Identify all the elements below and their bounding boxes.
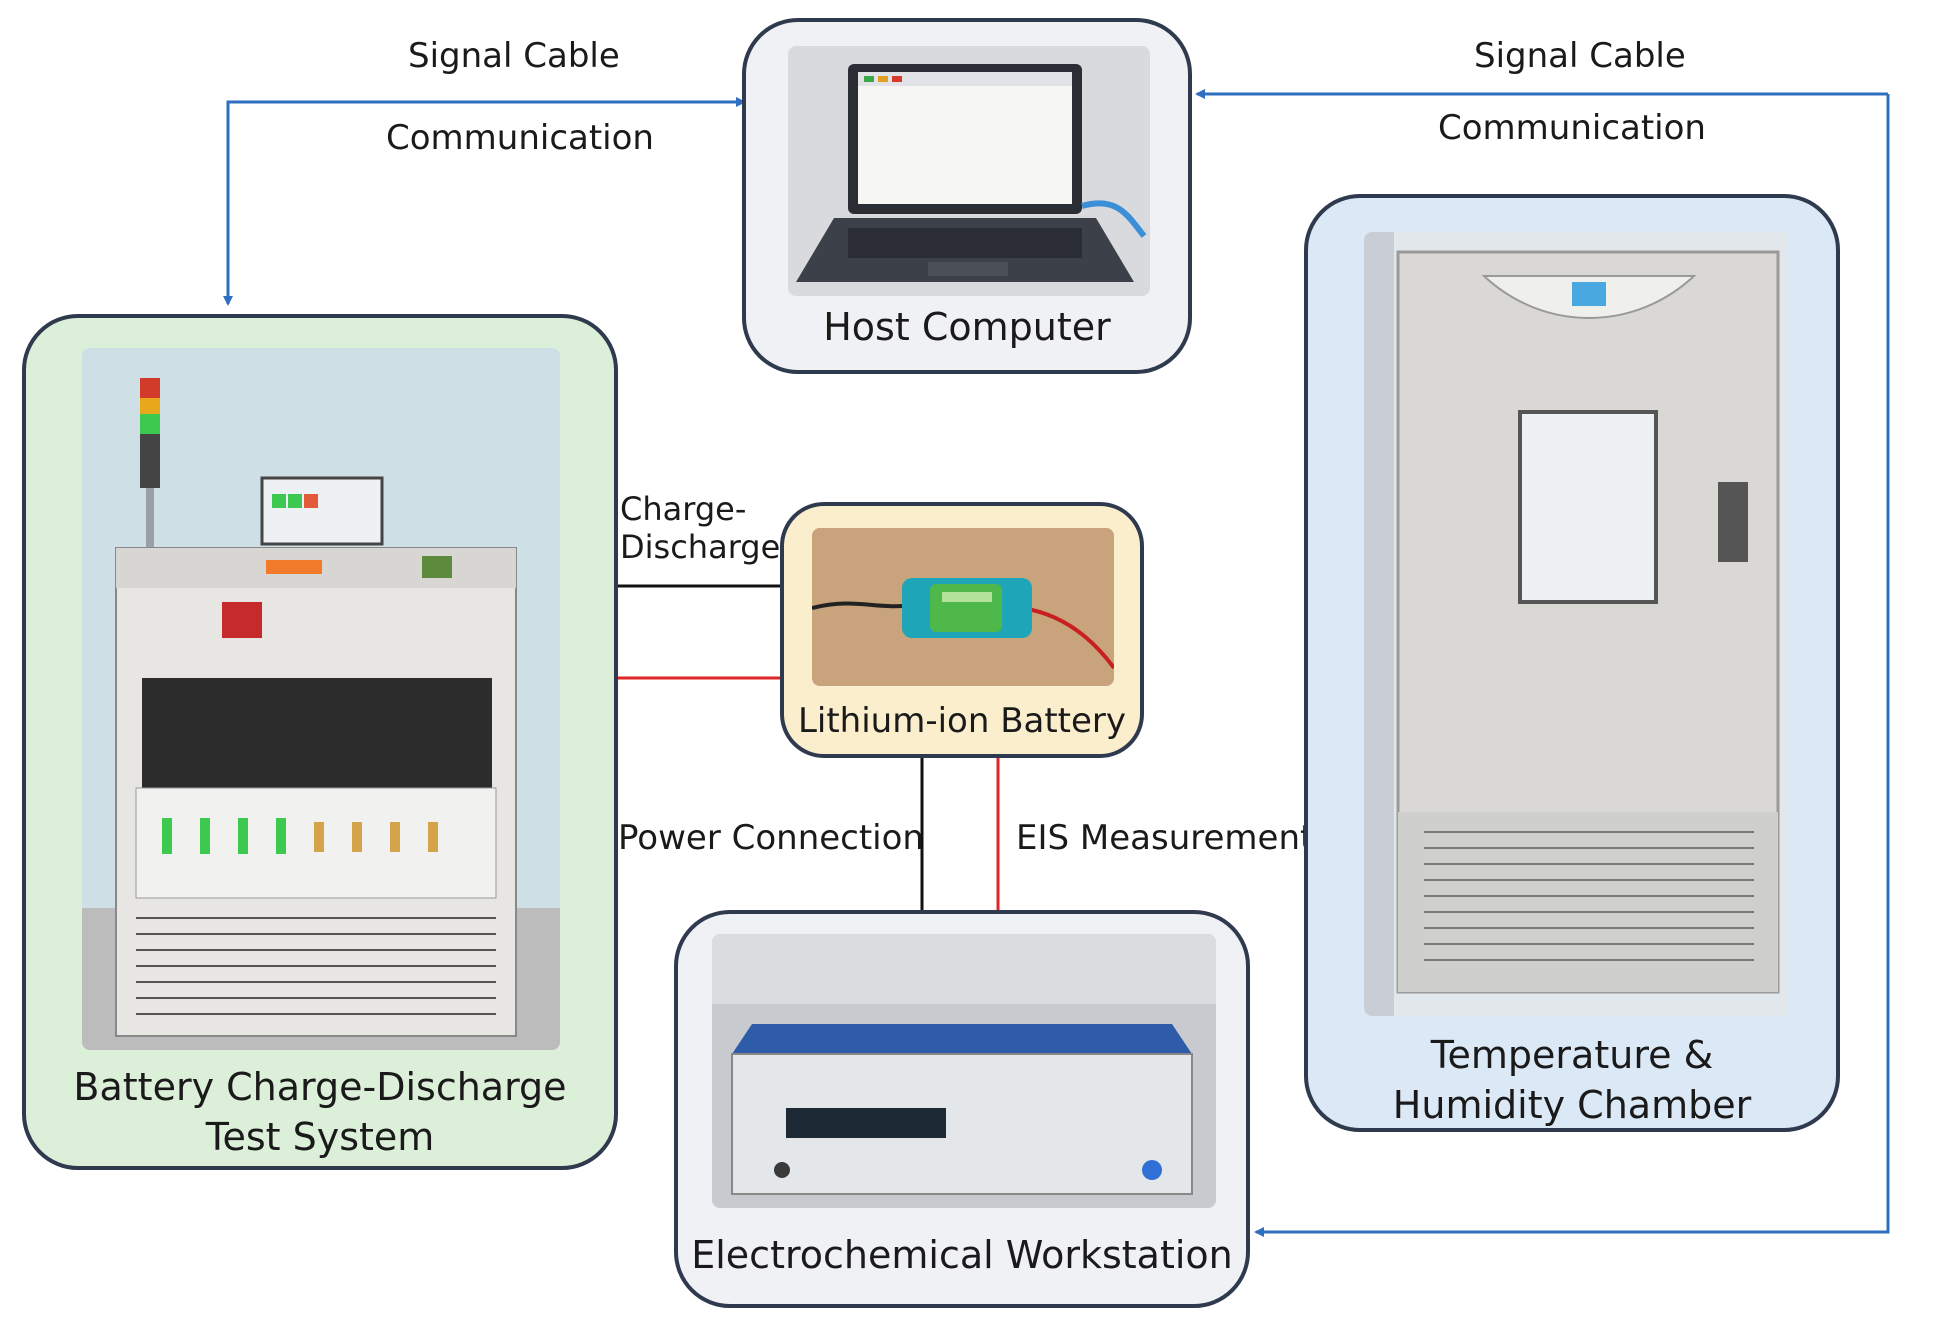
battery-node: Lithium-ion Battery xyxy=(780,502,1144,758)
host-computer-label: Host Computer xyxy=(823,305,1111,349)
tester-photo xyxy=(82,348,560,1050)
battery-cell-icon xyxy=(812,528,1114,686)
signal-cable-right xyxy=(1254,94,1890,1237)
workstation-label: Electrochemical Workstation xyxy=(691,1233,1233,1277)
chamber-node: Temperature & Humidity Chamber xyxy=(1304,194,1840,1132)
chamber-icon xyxy=(1364,232,1788,1016)
tester-label-line2: Test System xyxy=(205,1114,435,1159)
laptop-icon xyxy=(796,64,1147,282)
signal-cable-label-right: Signal Cable xyxy=(1474,36,1686,76)
battery-photo xyxy=(812,528,1114,686)
signal-cable-left xyxy=(223,100,742,306)
host-computer-node: Host Computer xyxy=(742,18,1192,374)
workstation-node: Electrochemical Workstation xyxy=(674,910,1250,1308)
chamber-label-line2: Humidity Chamber xyxy=(1392,1082,1752,1127)
tester-label: Battery Charge-Discharge Test System xyxy=(26,1065,614,1159)
workstation-icon xyxy=(712,934,1216,1208)
power-connection-label: Power Connection xyxy=(618,818,924,858)
tester-label-line1: Battery Charge-Discharge xyxy=(73,1065,567,1109)
communication-label-right: Communication xyxy=(1438,108,1706,148)
signal-cable-label-left: Signal Cable xyxy=(408,36,620,76)
chamber-label: Temperature & Humidity Chamber xyxy=(1308,1033,1836,1127)
battery-label: Lithium-ion Battery xyxy=(797,701,1127,741)
charge-label-line2: Discharge xyxy=(620,528,781,567)
workstation-photo xyxy=(712,934,1216,1208)
charge-discharge-tester-node: Battery Charge-Discharge Test System xyxy=(22,314,618,1170)
charge-discharge-label: Charge- Discharge xyxy=(620,490,780,567)
chamber-photo xyxy=(1364,232,1788,1016)
eis-measurement-label: EIS Measurement xyxy=(1016,818,1314,858)
chamber-label-line1: Temperature & xyxy=(1430,1033,1714,1077)
test-cabinet-icon xyxy=(82,348,560,1050)
charge-label-line1: Charge- xyxy=(620,490,747,528)
laptop-photo xyxy=(788,46,1150,296)
communication-label-left: Communication xyxy=(386,118,654,158)
